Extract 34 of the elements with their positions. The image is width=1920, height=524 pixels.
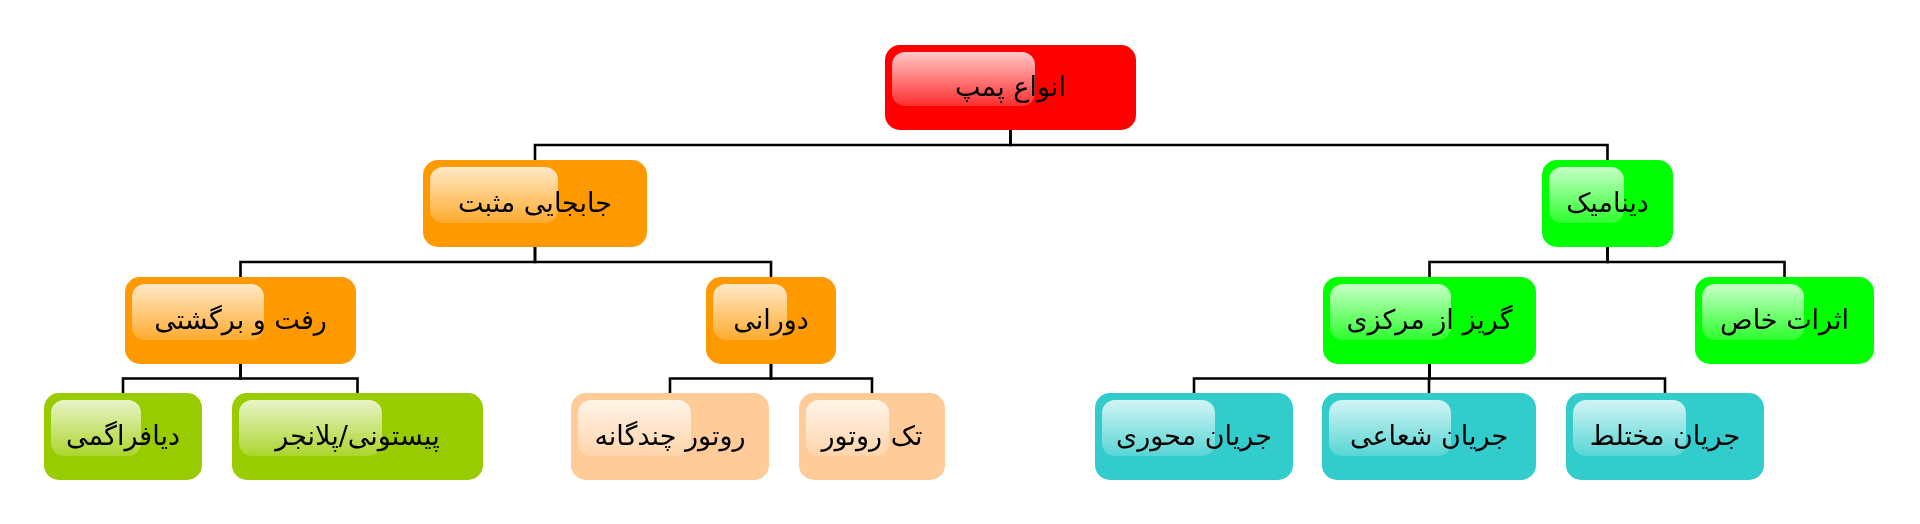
node-label: انواع پمپ bbox=[955, 71, 1066, 104]
category-box bbox=[1323, 277, 1536, 364]
node-label: گریز از مرکزی bbox=[1346, 304, 1513, 337]
node-label: جریان محوری bbox=[1116, 420, 1272, 453]
node-label: پیستونی/پلانجر bbox=[275, 420, 440, 453]
connector-line bbox=[121, 364, 242, 393]
category-box bbox=[1566, 393, 1764, 480]
node-label: دورانی bbox=[733, 304, 809, 337]
category-box bbox=[1695, 277, 1874, 364]
node-label: دینامیک bbox=[1566, 187, 1649, 220]
node-label: تک روتور bbox=[821, 420, 923, 453]
node-label: جریان مختلط bbox=[1589, 420, 1741, 453]
node-label: دیافراگمی bbox=[65, 420, 180, 453]
category-box bbox=[1322, 393, 1536, 480]
category-box bbox=[423, 160, 647, 247]
node-label: رفت و برگشتی bbox=[154, 304, 327, 337]
category-box bbox=[1095, 393, 1293, 480]
connector-line bbox=[533, 130, 1012, 160]
category-box bbox=[232, 393, 483, 480]
category-box bbox=[125, 277, 356, 364]
category-box bbox=[44, 393, 202, 480]
connector-line bbox=[1192, 364, 1431, 393]
category-box bbox=[571, 393, 769, 480]
node-label: جابجایی مثبت bbox=[458, 187, 612, 220]
connector-line bbox=[1428, 247, 1609, 277]
node-label: روتور چندگانه bbox=[594, 420, 746, 453]
node-label: جریان شعاعی bbox=[1349, 420, 1509, 453]
connector-line bbox=[668, 364, 773, 393]
category-box bbox=[885, 45, 1136, 130]
node-label: اثرات خاص bbox=[1720, 304, 1849, 337]
connector-line bbox=[239, 247, 537, 277]
category-box bbox=[706, 277, 836, 364]
category-box bbox=[799, 393, 945, 480]
category-box bbox=[1542, 160, 1673, 247]
